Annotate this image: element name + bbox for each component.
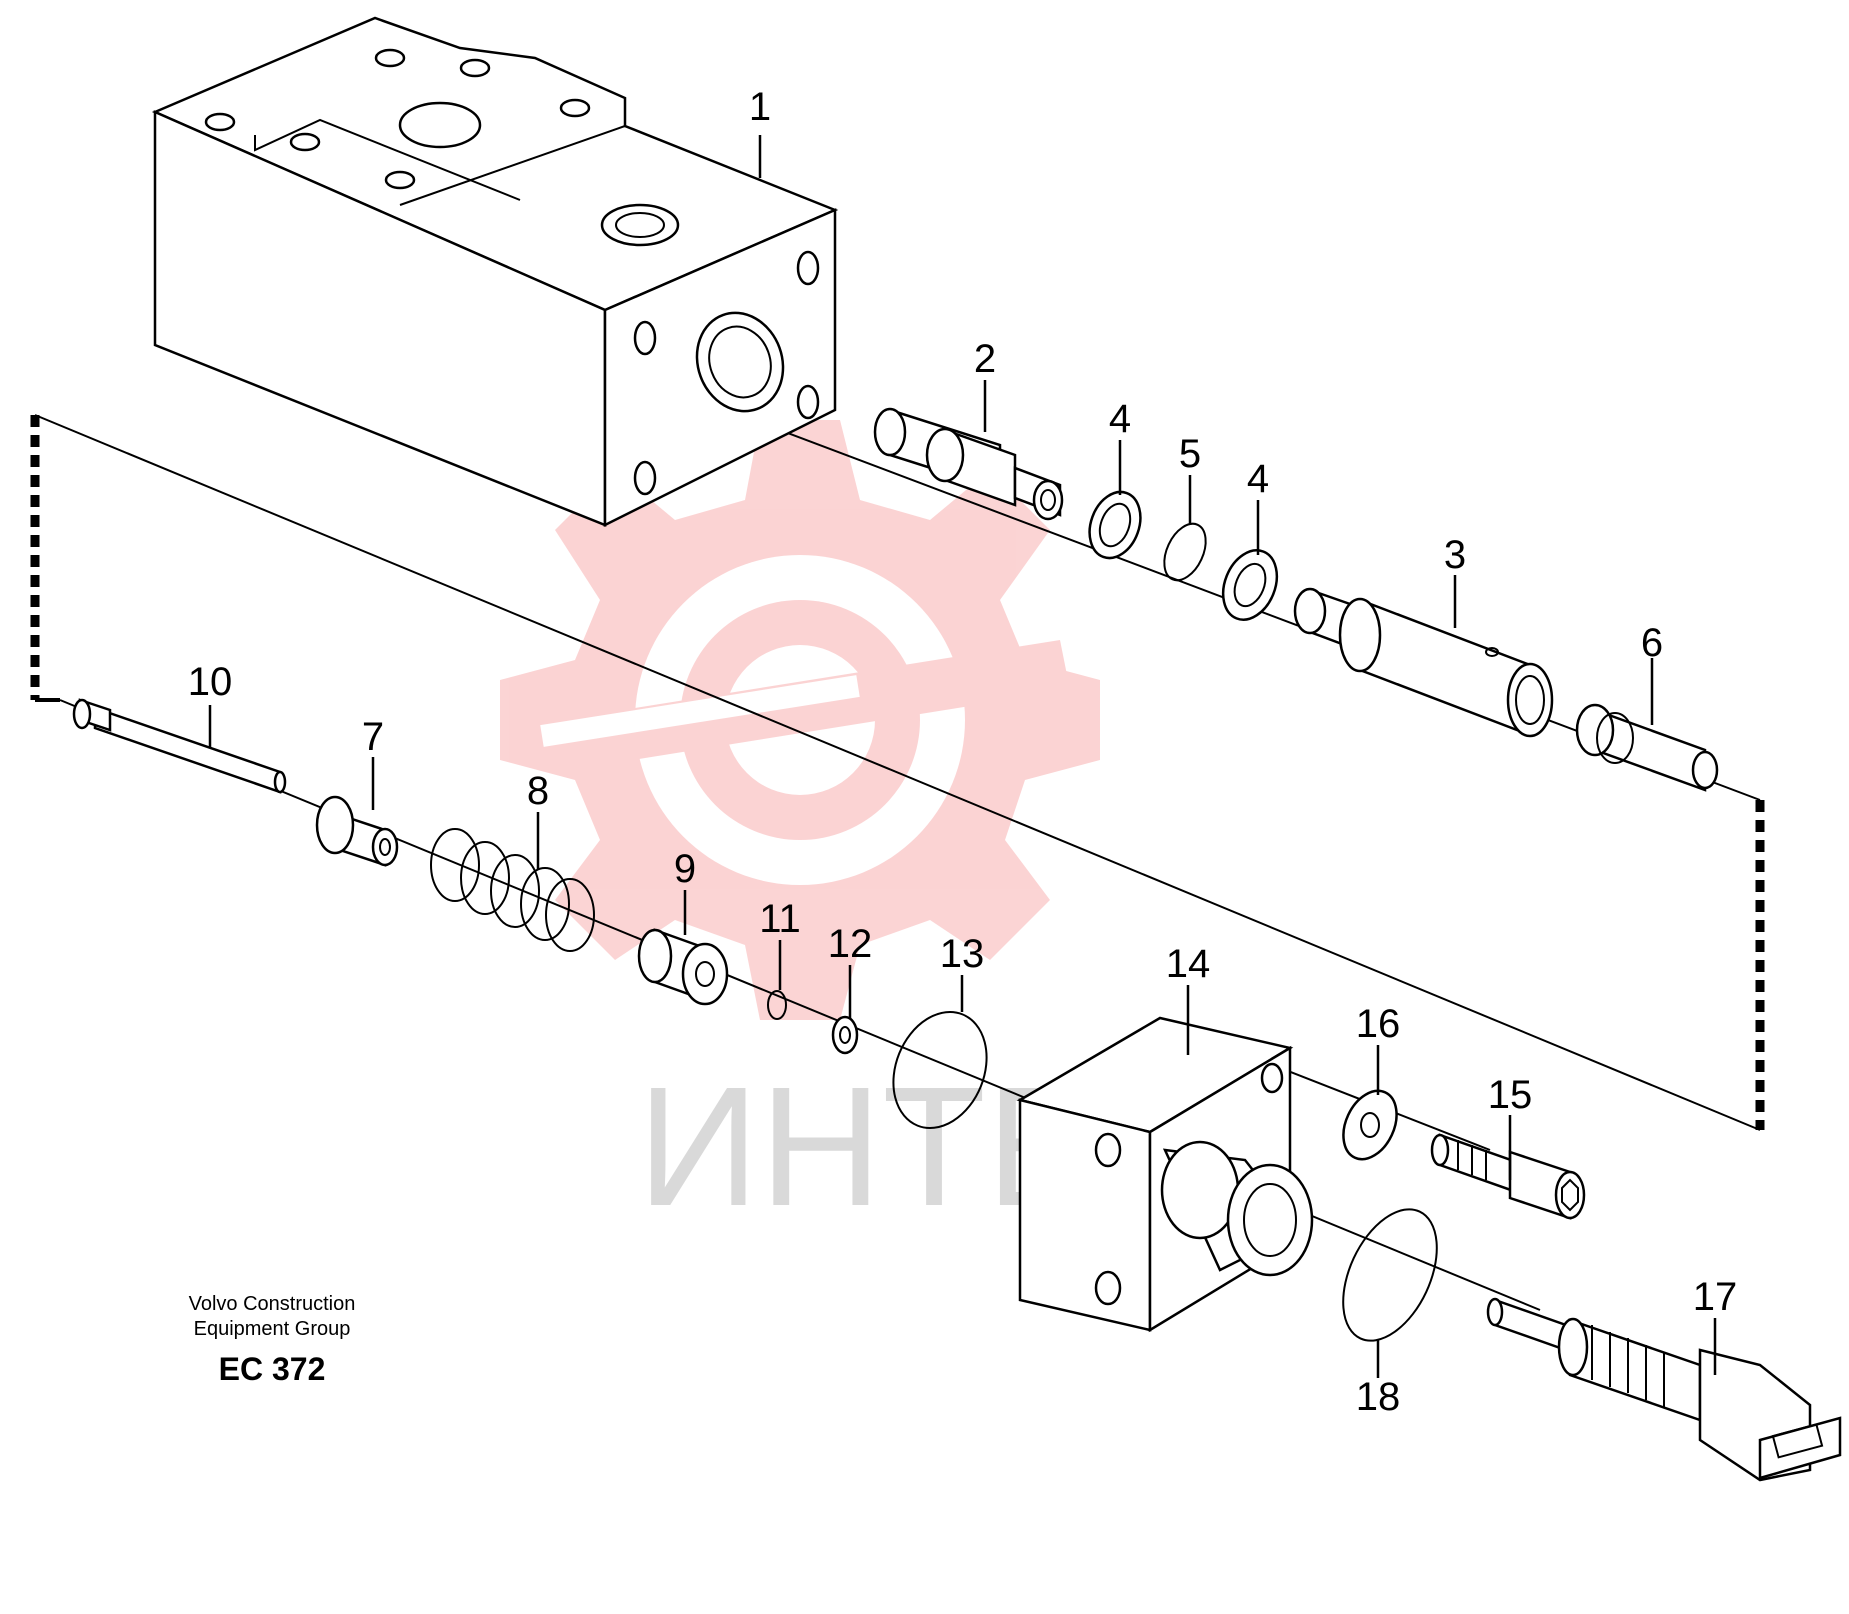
callout-2: 2 (974, 337, 996, 381)
callout-16: 16 (1356, 1002, 1401, 1046)
part-11-o-ring (767, 990, 787, 1020)
part-17-sensor (1486, 1297, 1842, 1482)
caption-line-1: Volvo Construction (189, 1293, 356, 1315)
caption-line-2: Equipment Group (194, 1318, 351, 1340)
part-13-o-ring (892, 1010, 988, 1130)
watermark-gear-logo (500, 420, 1100, 1020)
callout-1: 1 (749, 85, 771, 129)
callout-9: 9 (674, 847, 696, 891)
callout-13: 13 (940, 932, 985, 976)
callout-4-upper: 4 (1109, 397, 1131, 441)
part-2-sleeve (873, 407, 1064, 521)
callout-3: 3 (1444, 533, 1466, 577)
callout-17: 17 (1693, 1275, 1738, 1319)
part-4-washer-b (1221, 549, 1279, 621)
diagram-code: EC 372 (219, 1351, 326, 1387)
part-16-washer (1342, 1089, 1398, 1161)
callout-15: 15 (1488, 1073, 1533, 1117)
footer-caption: Volvo Construction Equipment Group EC 37… (189, 1293, 356, 1387)
part-7-spring-seat (315, 795, 399, 867)
callout-11: 11 (759, 897, 801, 941)
part-5-o-ring (1163, 522, 1207, 582)
part-18-o-ring (1342, 1208, 1438, 1342)
callout-12: 12 (828, 922, 873, 966)
part-12-washer (831, 1015, 859, 1055)
part-3-piston (1293, 587, 1554, 738)
callout-10: 10 (188, 660, 233, 704)
callout-labels: 1 2 4 5 4 3 6 10 7 8 9 11 12 13 14 16 15… (188, 85, 1738, 1419)
part-6-plug (1575, 703, 1719, 792)
dashed-bracket-left (30, 415, 60, 702)
callout-4-lower: 4 (1247, 457, 1269, 501)
callout-14: 14 (1166, 942, 1211, 986)
part-9-bushing (637, 928, 729, 1006)
part-15-bolt (1430, 1133, 1586, 1220)
callout-18: 18 (1356, 1375, 1401, 1419)
part-10-pin (72, 698, 287, 794)
part-1-valve-body (151, 16, 839, 528)
leader-lines (208, 135, 1717, 1378)
part-14-cover (1016, 1016, 1314, 1333)
callout-6: 6 (1641, 621, 1663, 665)
callout-7: 7 (362, 715, 384, 759)
part-8-spring (430, 828, 595, 952)
callout-5: 5 (1179, 432, 1201, 476)
callout-8: 8 (527, 769, 549, 813)
part-4-washer-a (1088, 490, 1142, 560)
